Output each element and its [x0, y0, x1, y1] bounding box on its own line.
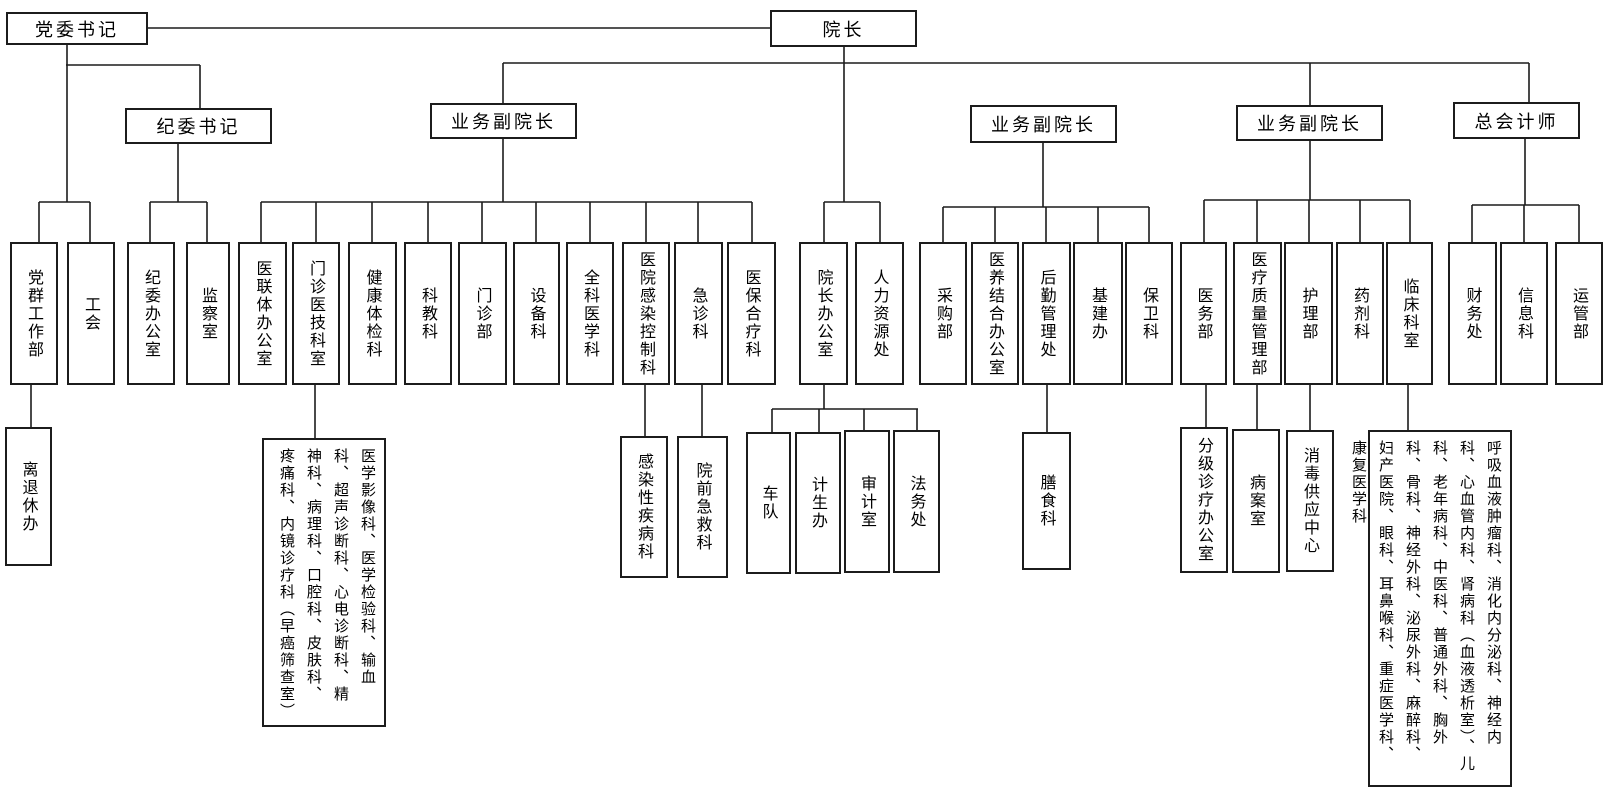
dept-finance: 财务处 [1448, 242, 1497, 385]
party-secretary-box: 党委书记 [6, 12, 148, 45]
dept-labor-union: 工会 [67, 242, 115, 385]
dept-emergency: 急诊科 [674, 242, 723, 385]
dept-medical-insurance: 医保合疗科 [727, 242, 776, 385]
president-box: 院长 [770, 10, 917, 47]
dept-science-education: 科教科 [404, 242, 452, 385]
dept-medical-affairs: 医务部 [1180, 242, 1227, 385]
dept-security: 保卫科 [1125, 242, 1173, 385]
dept-supervision-office: 监察室 [186, 242, 230, 385]
sub-retirement-office: 离退休办 [5, 427, 52, 566]
sub-audit-office: 审计室 [844, 430, 890, 573]
dept-medical-alliance-office: 医联体办公室 [238, 242, 287, 385]
dept-nursing: 护理部 [1284, 242, 1333, 385]
dept-medical-elderly-care-office: 医养结合办公室 [971, 242, 1019, 385]
dept-operations: 运管部 [1555, 242, 1603, 385]
dept-discipline-office: 纪委办公室 [127, 242, 175, 385]
sub-infectious-disease: 感染性疾病科 [620, 436, 668, 578]
discipline-secretary-box: 纪委书记 [125, 108, 272, 144]
dept-clinical: 临床科室 [1386, 242, 1433, 385]
sub-prehospital-emergency: 院前急救科 [677, 436, 728, 578]
sub-motorcade: 车队 [746, 432, 791, 574]
vp-medical-3-box: 业务副院长 [1236, 105, 1383, 141]
dept-party-mass-work: 党群工作部 [10, 242, 58, 385]
sub-medical-records: 病案室 [1232, 429, 1280, 573]
dept-logistics: 后勤管理处 [1022, 242, 1071, 385]
dept-equipment: 设备科 [513, 242, 560, 385]
sub-legal-office: 法务处 [893, 430, 940, 573]
dept-outpatient-medtech: 门诊医技科室 [292, 242, 340, 385]
dept-procurement: 采购部 [919, 242, 967, 385]
dept-quality-management: 医疗质量管理部 [1233, 242, 1282, 385]
dept-president-office: 院长办公室 [799, 242, 848, 385]
vp-medical-2-box: 业务副院长 [970, 105, 1117, 143]
sub-catering: 膳食科 [1022, 432, 1071, 570]
sub-family-planning: 计生办 [795, 432, 841, 574]
dept-infrastructure: 基建办 [1073, 242, 1123, 385]
chief-accountant-box: 总会计师 [1453, 102, 1580, 139]
sub-hierarchical-diagnosis-office: 分级诊疗办公室 [1180, 427, 1228, 573]
dept-pharmacy: 药剂科 [1336, 242, 1384, 385]
dept-infection-control: 医院感染控制科 [622, 242, 670, 385]
dept-general-medicine: 全科医学科 [566, 242, 614, 385]
dept-outpatient: 门诊部 [458, 242, 507, 385]
dept-information: 信息科 [1500, 242, 1548, 385]
dept-hr: 人力资源处 [855, 242, 904, 385]
dept-health-checkup: 健康体检科 [348, 242, 397, 385]
sub-medtech-detail-list: 医学影像科、医学检验科、输血科、超声诊断科、心电诊断科、精神科、病理科、口腔科、… [262, 438, 386, 727]
sub-clinical-detail-list: 呼吸血液肿瘤科、消化内分泌科、神经内科、心血管内科、肾病科（血液透析室）、儿科、… [1350, 430, 1512, 787]
vp-medical-1-box: 业务副院长 [430, 103, 577, 139]
sub-disinfection-supply: 消毒供应中心 [1286, 430, 1334, 572]
